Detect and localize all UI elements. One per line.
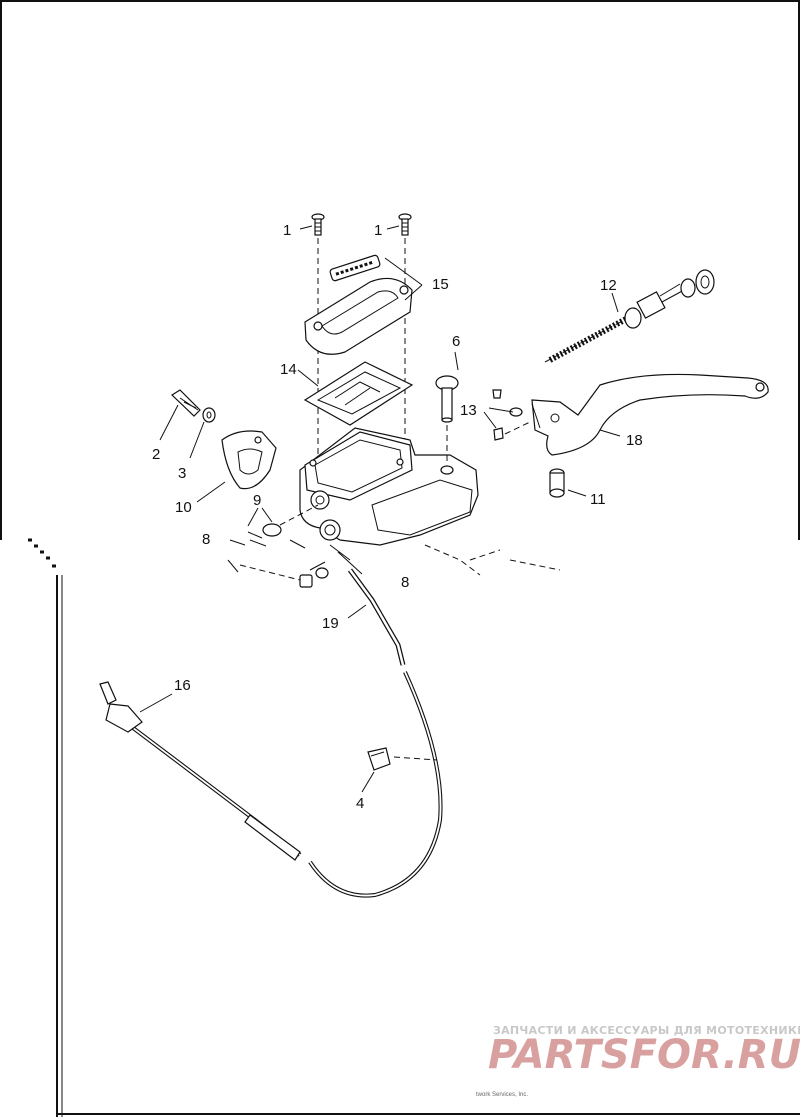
screw-right <box>398 213 412 236</box>
reservoir-cover <box>304 277 413 355</box>
screw-left <box>311 213 325 236</box>
pin-sleeve <box>549 468 565 498</box>
callout-8a: 8 <box>202 531 210 548</box>
washer <box>202 407 216 423</box>
callout-16: 16 <box>174 677 191 694</box>
callout-6: 6 <box>452 333 460 350</box>
lever-fittings <box>492 389 523 441</box>
copyright-text: twork Services, Inc. <box>476 1092 528 1098</box>
watermark-tagline: ЗАПЧАСТИ И АКСЕССУАРЫ ДЛЯ МОТОТЕХНИКИ <box>493 1024 800 1037</box>
callout-12: 12 <box>600 277 617 294</box>
brake-line <box>99 681 302 861</box>
callout-4: 4 <box>356 795 364 812</box>
hose-clip <box>367 747 391 771</box>
callout-3: 3 <box>178 465 186 482</box>
callout-14: 14 <box>280 361 297 378</box>
brake-lever <box>531 373 769 456</box>
callout-2: 2 <box>152 446 160 463</box>
callout-8b: 8 <box>401 574 409 591</box>
piston-kit <box>544 269 715 363</box>
watermark-logo: PARTSFOR.RU <box>488 1032 800 1078</box>
handlebar-clamp <box>221 430 277 490</box>
diaphragm <box>303 361 414 426</box>
callout-10: 10 <box>175 499 192 516</box>
master-cylinder-body <box>299 427 479 546</box>
label-plate <box>329 254 381 282</box>
callout-19: 19 <box>322 615 339 632</box>
callout-1b: 1 <box>374 222 382 239</box>
callout-18: 18 <box>626 432 643 449</box>
callout-13: 13 <box>460 402 477 419</box>
clamp-bolt <box>171 389 201 417</box>
brake-hose <box>308 568 443 898</box>
banjo-bolt <box>299 561 329 588</box>
pivot-pin <box>435 375 459 423</box>
callout-1a: 1 <box>283 222 291 239</box>
scan-artifacts <box>227 539 561 576</box>
seal-ring <box>247 523 306 549</box>
callout-9: 9 <box>253 492 261 509</box>
callout-15: 15 <box>432 276 449 293</box>
callout-11: 11 <box>590 491 606 508</box>
